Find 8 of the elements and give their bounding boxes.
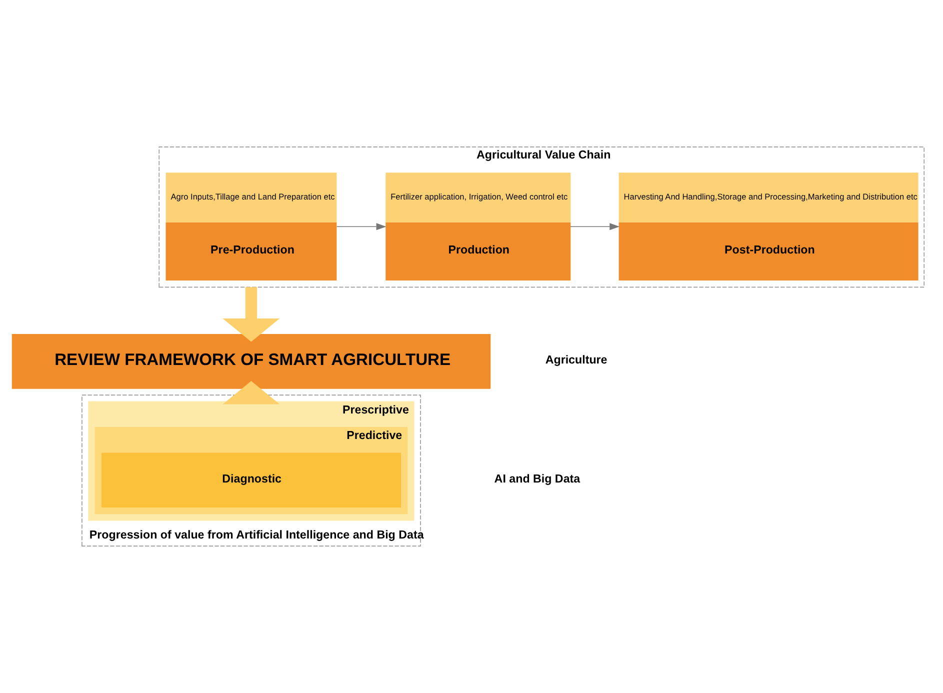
label: Agriculture bbox=[545, 354, 608, 367]
label: AI and Big Data bbox=[494, 472, 580, 486]
node-box: REVIEW FRAMEWORK OF SMART AGRICULTURE bbox=[12, 334, 491, 389]
arrow bbox=[336, 223, 386, 230]
arrow bbox=[222, 287, 280, 342]
arrow bbox=[570, 223, 620, 230]
arrow bbox=[222, 381, 280, 404]
node-box: Diagnostic bbox=[101, 452, 401, 508]
